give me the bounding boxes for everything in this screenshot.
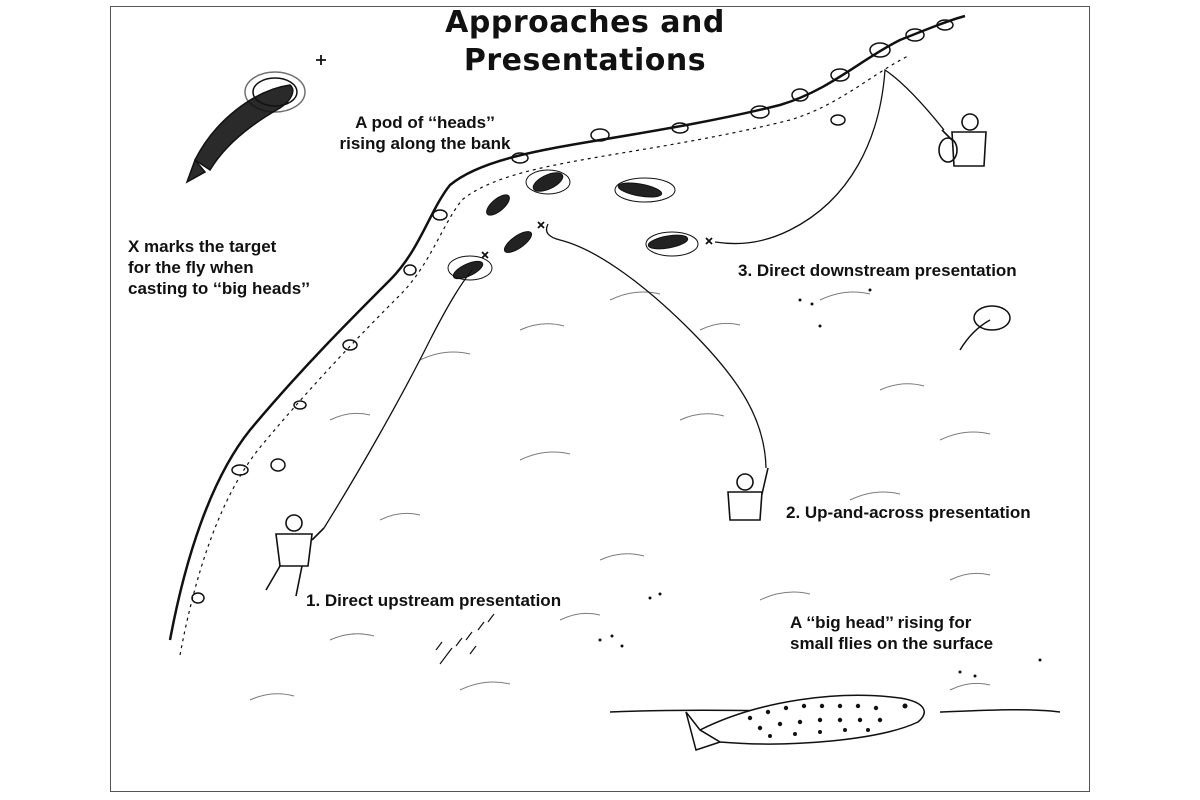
illustration-frame [110, 6, 1090, 792]
label-big-head: A ‘‘big head’’ rising for small flies on… [790, 613, 994, 653]
label-direct-upstream: 1. Direct upstream presentation [306, 591, 562, 610]
river-bank [168, 14, 966, 641]
jumping-fish [185, 71, 306, 184]
label-pod-of-heads: A pod of ‘‘heads’’ rising along the bank [339, 113, 511, 153]
bank-rocks [191, 19, 954, 604]
river-bank-inner [179, 54, 911, 656]
rising-head-right [959, 305, 1011, 351]
minnows [435, 613, 495, 665]
label-x-marks-target: X marks the target for the fly when cast… [128, 237, 310, 298]
target-marks [316, 55, 713, 259]
fly-line-upstream [323, 269, 473, 529]
angler-up-across [727, 467, 769, 521]
water-current-lines [249, 291, 991, 701]
label-up-and-across: 2. Up-and-across presentation [786, 503, 1031, 522]
angler-upstream [265, 514, 325, 597]
fly-line-downstream [714, 68, 945, 245]
angler-downstream [938, 113, 987, 167]
fly-line-up-across [545, 223, 767, 469]
illustration-title: Approaches and Presentations [445, 5, 725, 78]
pod-of-heads [447, 169, 699, 281]
surface-foam [598, 288, 1042, 678]
label-direct-downstream: 3. Direct downstream presentation [738, 261, 1017, 280]
big-head-trout [609, 694, 1061, 751]
